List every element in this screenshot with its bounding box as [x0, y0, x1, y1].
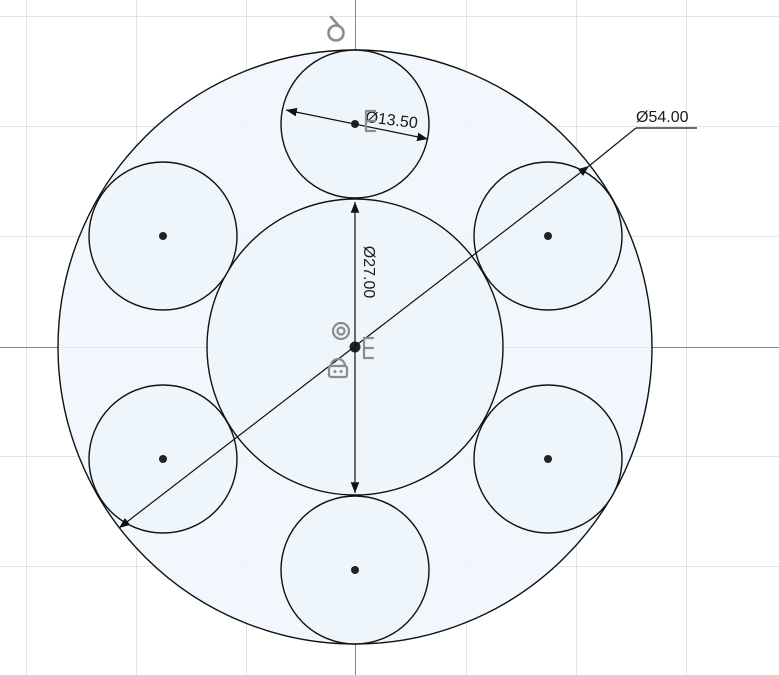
- center-point-lower-left[interactable]: [159, 455, 167, 463]
- lock-icon[interactable]: [327, 357, 349, 379]
- center-point-upper-left[interactable]: [159, 232, 167, 240]
- inner-diameter-label[interactable]: Ø27.00: [360, 246, 377, 299]
- center-point-bottom[interactable]: [351, 566, 359, 574]
- concentric-icon[interactable]: [331, 321, 351, 341]
- coincident-icon[interactable]: [327, 15, 345, 42]
- small-diameter-dimension[interactable]: Ø13.50: [285, 107, 429, 142]
- small-diameter-label[interactable]: Ø13.50: [365, 109, 419, 132]
- outer-diameter-dimension[interactable]: Ø54.00: [118, 109, 697, 529]
- fix-constraint-icon[interactable]: [364, 109, 377, 133]
- outer-diameter-label[interactable]: Ø54.00: [636, 109, 689, 126]
- center-point-lower-right[interactable]: [544, 455, 552, 463]
- fix-constraint-icon[interactable]: [362, 336, 375, 360]
- center-point-upper-right[interactable]: [544, 232, 552, 240]
